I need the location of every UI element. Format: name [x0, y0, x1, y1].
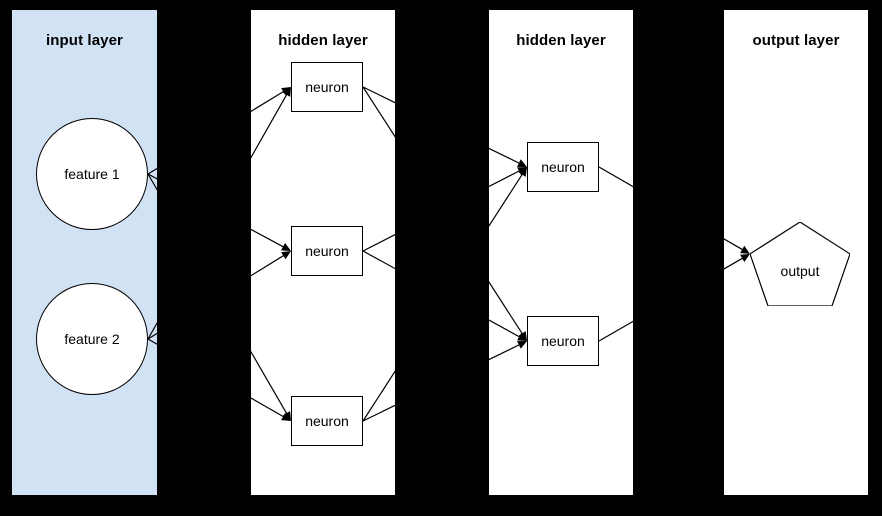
layer-title-output: output layer	[752, 32, 840, 49]
neuron-label: neuron	[305, 79, 349, 95]
neuron-label: neuron	[541, 159, 585, 175]
hidden1-neuron-2[interactable]: neuron	[291, 226, 363, 276]
hidden1-neuron-3[interactable]: neuron	[291, 396, 363, 446]
output-node-pentagon[interactable]	[750, 222, 850, 306]
input-node-label: feature 2	[64, 331, 120, 347]
input-node-label: feature 1	[64, 166, 120, 182]
input-node-feature-2[interactable]: feature 2	[36, 283, 148, 395]
layer-title-hidden-2: hidden layer	[516, 32, 606, 49]
neuron-label: neuron	[305, 243, 349, 259]
output-node-label: output	[780, 262, 820, 279]
hidden2-neuron-1[interactable]: neuron	[527, 142, 599, 192]
hidden2-neuron-2[interactable]: neuron	[527, 316, 599, 366]
pentagon-shape	[750, 222, 850, 306]
layer-panel-input[interactable]: input layer	[11, 9, 158, 496]
hidden1-neuron-1[interactable]: neuron	[291, 62, 363, 112]
layer-title-input: input layer	[46, 32, 123, 49]
layer-title-hidden-1: hidden layer	[278, 32, 368, 49]
layer-panel-hidden-2[interactable]: hidden layer	[488, 9, 634, 496]
input-node-feature-1[interactable]: feature 1	[36, 118, 148, 230]
neuron-label: neuron	[541, 333, 585, 349]
neuron-label: neuron	[305, 413, 349, 429]
